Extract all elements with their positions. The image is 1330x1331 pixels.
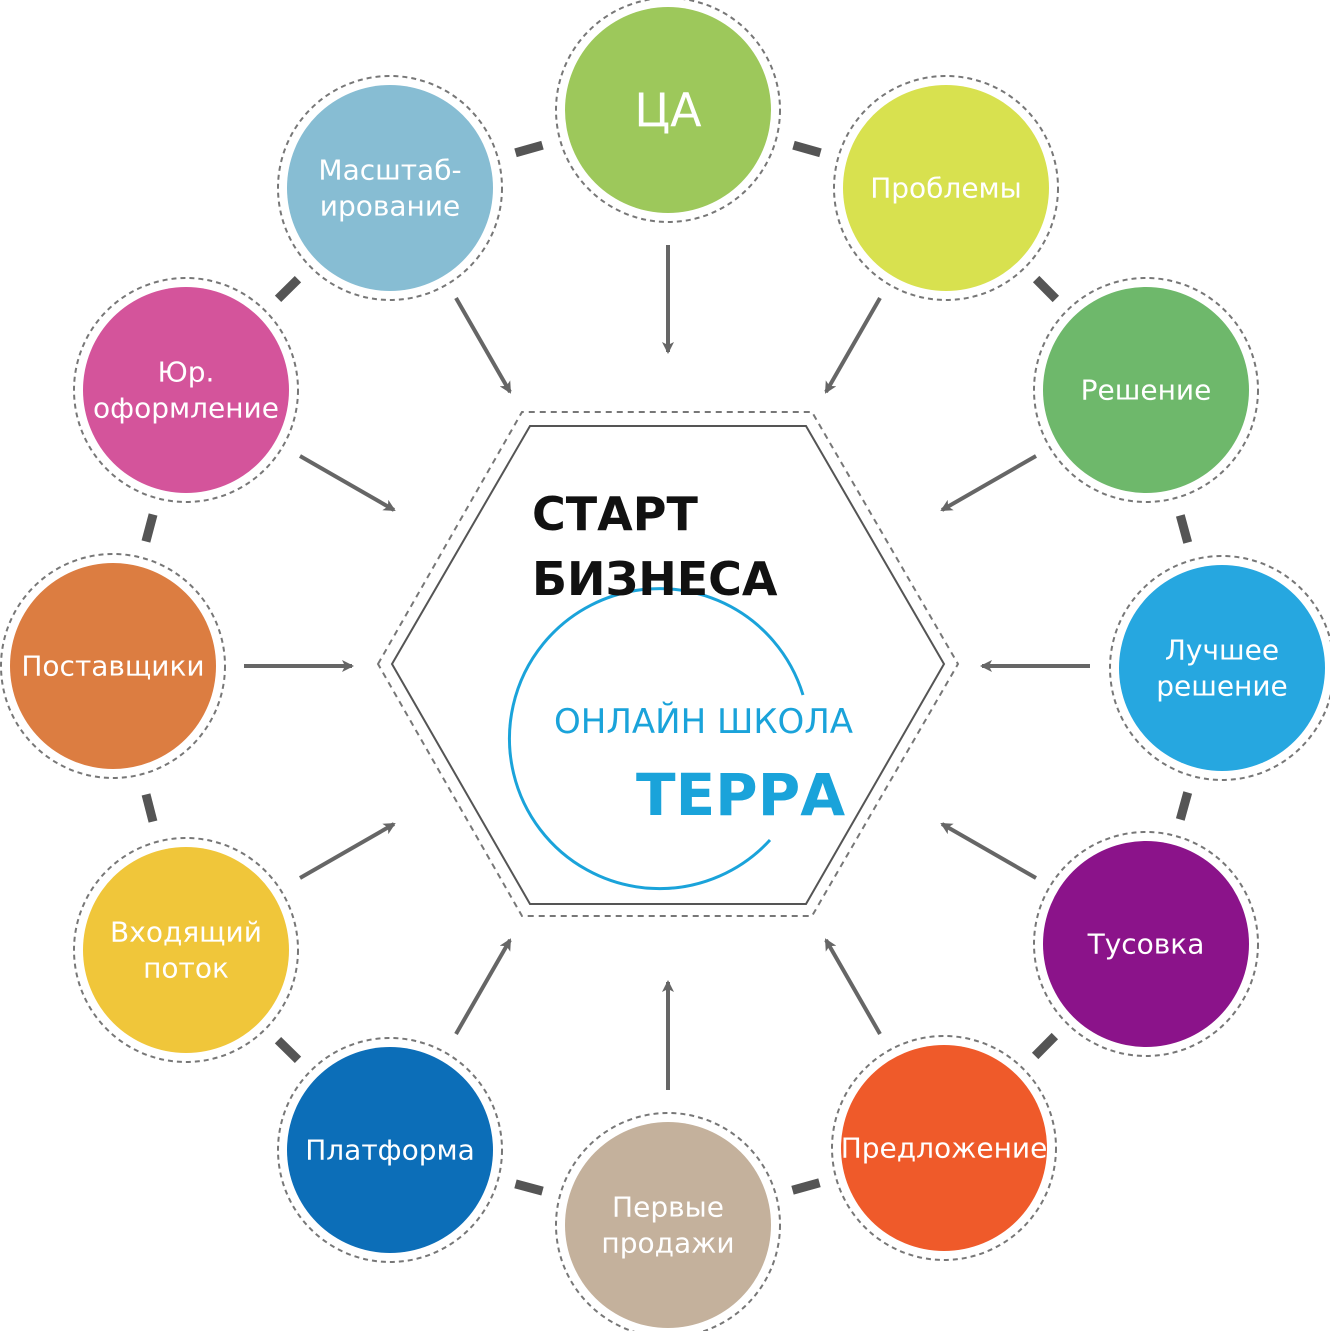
node-label: Входящий bbox=[110, 915, 262, 948]
node-label: Тусовка bbox=[1087, 928, 1205, 961]
node-label: Проблемы bbox=[870, 172, 1022, 205]
connector-dash bbox=[1175, 514, 1193, 544]
node-label: Платформа bbox=[305, 1134, 475, 1167]
node-circle bbox=[843, 85, 1049, 291]
brand-name: ТЕРРА bbox=[636, 761, 845, 829]
node-circle bbox=[841, 1045, 1047, 1251]
connector-dash bbox=[791, 1178, 821, 1195]
center-title-line2: БИЗНЕСА bbox=[532, 552, 778, 606]
node-circle bbox=[1043, 841, 1249, 1047]
arrow-yur-oformlenie bbox=[299, 454, 396, 512]
brand-ring bbox=[508, 587, 805, 891]
arrow-problemy bbox=[824, 297, 882, 394]
node-yur-oformlenie: Юр. оформление bbox=[73, 277, 299, 503]
connector-dash bbox=[514, 1179, 544, 1196]
node-vkhodyashchiy-potok: Входящий поток bbox=[73, 837, 299, 1063]
node-circle bbox=[10, 563, 216, 769]
connector-dash bbox=[1031, 1032, 1059, 1060]
node-platforma: Платформа bbox=[277, 1037, 503, 1263]
node-reshenie: Решение bbox=[1033, 277, 1259, 503]
node-label: Лучшее bbox=[1165, 633, 1279, 666]
node-pervye-prodazhi: Первые продажи bbox=[555, 1112, 781, 1331]
node-label: ирование bbox=[320, 190, 461, 223]
center-title-line1: СТАРТ bbox=[532, 487, 698, 541]
node-label: Масштаб- bbox=[318, 153, 461, 186]
school-label: ОНЛАЙН ШКОЛА bbox=[554, 701, 853, 742]
node-circle bbox=[565, 7, 771, 213]
connector-dash bbox=[274, 1036, 302, 1064]
node-ca: ЦА bbox=[555, 0, 781, 223]
node-label: продажи bbox=[601, 1227, 734, 1260]
connector-dash bbox=[1032, 275, 1060, 303]
node-label: Поставщики bbox=[21, 650, 204, 683]
node-label: Предложение bbox=[841, 1132, 1048, 1165]
connector-dash bbox=[274, 275, 302, 303]
node-label: поток bbox=[143, 952, 229, 985]
node-label: ЦА bbox=[634, 83, 702, 137]
hexagon-inner bbox=[390, 425, 946, 905]
hexagon-outer-dashed bbox=[376, 411, 960, 917]
node-label: Юр. bbox=[158, 355, 215, 388]
node-circle bbox=[83, 847, 289, 1053]
arrows-layer bbox=[244, 245, 1090, 1090]
arrow-platforma bbox=[454, 938, 512, 1035]
node-label: Решение bbox=[1081, 374, 1212, 407]
node-tusovka: Тусовка bbox=[1033, 831, 1259, 1057]
node-label: оформление bbox=[93, 392, 279, 425]
node-problemy: Проблемы bbox=[833, 75, 1059, 301]
arrow-vkhodyashchiy-potok bbox=[299, 822, 396, 880]
node-circle bbox=[83, 287, 289, 493]
connector-dash bbox=[792, 140, 822, 158]
node-postavshchiki: Поставщики bbox=[0, 553, 226, 779]
arrow-predlozhenie bbox=[824, 938, 882, 1035]
node-circle bbox=[287, 85, 493, 291]
node-circle bbox=[565, 1122, 771, 1328]
connector-dash bbox=[1175, 791, 1193, 821]
node-masshtabirovanie: Масштаб-ирование bbox=[277, 75, 503, 301]
connector-dash bbox=[514, 140, 544, 158]
node-label: Первые bbox=[612, 1190, 724, 1223]
connector-dash bbox=[141, 793, 158, 823]
node-predlozhenie: Предложение bbox=[831, 1035, 1057, 1261]
node-luchshee-reshenie: Лучшее решение bbox=[1109, 555, 1330, 781]
center-hexagon bbox=[376, 411, 960, 917]
arrow-reshenie bbox=[940, 454, 1037, 512]
node-circle bbox=[1119, 565, 1325, 771]
connectors-layer bbox=[141, 140, 1193, 1196]
arrow-tusovka bbox=[940, 822, 1037, 880]
node-circle bbox=[287, 1047, 493, 1253]
node-circle bbox=[1043, 287, 1249, 493]
node-label: решение bbox=[1156, 670, 1288, 703]
connector-dash bbox=[141, 513, 158, 543]
arrow-masshtabirovanie bbox=[454, 297, 512, 394]
